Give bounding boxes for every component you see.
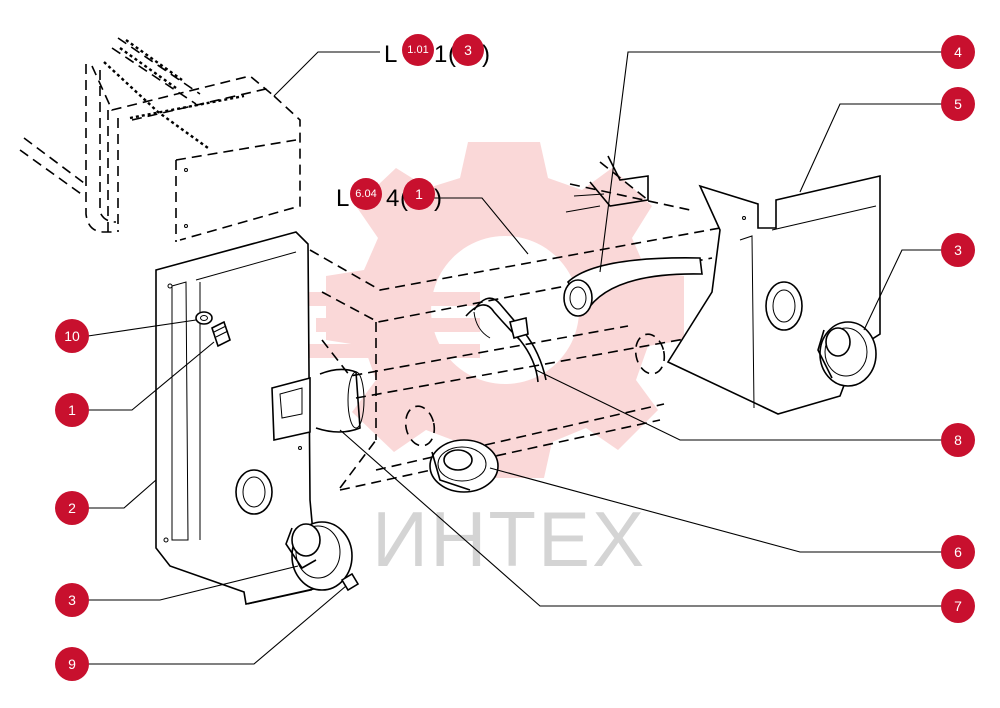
grommet-left-part-3 <box>285 521 353 591</box>
callout-number: 7 <box>954 598 962 614</box>
watermark-logo <box>300 142 684 478</box>
callout-number: 5 <box>954 96 962 112</box>
callout-3-left: 3 <box>55 583 89 617</box>
nut-part-10 <box>195 311 213 325</box>
callout-10: 10 <box>55 319 89 353</box>
hose-stub <box>315 368 365 433</box>
hose-part-4 <box>563 257 703 317</box>
reference-label-l-6-04: L 4 ( ) 6.04 1 <box>336 178 442 212</box>
grommet-part-6 <box>429 439 499 493</box>
reference-label-digit: 1 <box>434 41 447 68</box>
watermark-stripe <box>316 318 480 332</box>
reference-label-paren: ) <box>482 41 490 68</box>
frame-assembly-reference <box>19 37 301 242</box>
mount-block <box>565 155 649 213</box>
reference-code-badge: 6.04 <box>350 178 382 210</box>
callout-number: 1 <box>68 402 76 418</box>
watermark-stripe <box>300 292 480 306</box>
reference-index-text: 3 <box>464 42 472 58</box>
left-side-panel <box>155 231 319 605</box>
reference-code-badge: 1.01 <box>402 34 434 66</box>
watermark-brand-text: ИНТЕХ <box>372 495 646 583</box>
callout-number: 4 <box>954 44 962 60</box>
reference-label-paren: ( <box>448 41 456 68</box>
callout-9: 9 <box>55 647 89 681</box>
callout-number: 6 <box>954 544 962 560</box>
callout-number: 9 <box>68 656 76 672</box>
reference-label-letter: L <box>336 185 349 212</box>
callout-1: 1 <box>55 393 89 427</box>
screw-part-1 <box>211 320 231 348</box>
callout-number: 2 <box>68 500 76 516</box>
callout-number: 3 <box>954 242 962 258</box>
callout-number: 8 <box>954 432 962 448</box>
callout-2: 2 <box>55 491 89 525</box>
reference-label-paren: ) <box>434 185 442 212</box>
callout-4: 4 <box>941 35 975 69</box>
watermark-gear-icon <box>326 142 684 478</box>
reference-label-l-1-01: L 1 ( ) 1.01 3 <box>384 34 490 68</box>
reference-code-text: 1.01 <box>407 44 428 56</box>
reference-label-digit: 4 <box>386 185 399 212</box>
watermark-stripe <box>300 344 480 358</box>
reference-index-text: 1 <box>415 186 423 202</box>
grommet-right-part-3 <box>817 321 877 387</box>
callout-8: 8 <box>941 423 975 457</box>
reference-index-badge: 1 <box>403 178 435 210</box>
reference-index-badge: 3 <box>452 34 484 66</box>
callout-number: 10 <box>64 328 80 344</box>
reference-code-text: 6.04 <box>355 188 376 200</box>
callout-6: 6 <box>941 535 975 569</box>
leader-lines <box>87 51 942 665</box>
callout-5: 5 <box>941 87 975 121</box>
callout-7: 7 <box>941 589 975 623</box>
callout-3-right: 3 <box>941 233 975 267</box>
housing-outline-dashed <box>309 161 721 491</box>
reference-label-letter: L <box>384 41 397 68</box>
callout-number: 3 <box>68 592 76 608</box>
cable-tie-part-8 <box>465 297 547 383</box>
